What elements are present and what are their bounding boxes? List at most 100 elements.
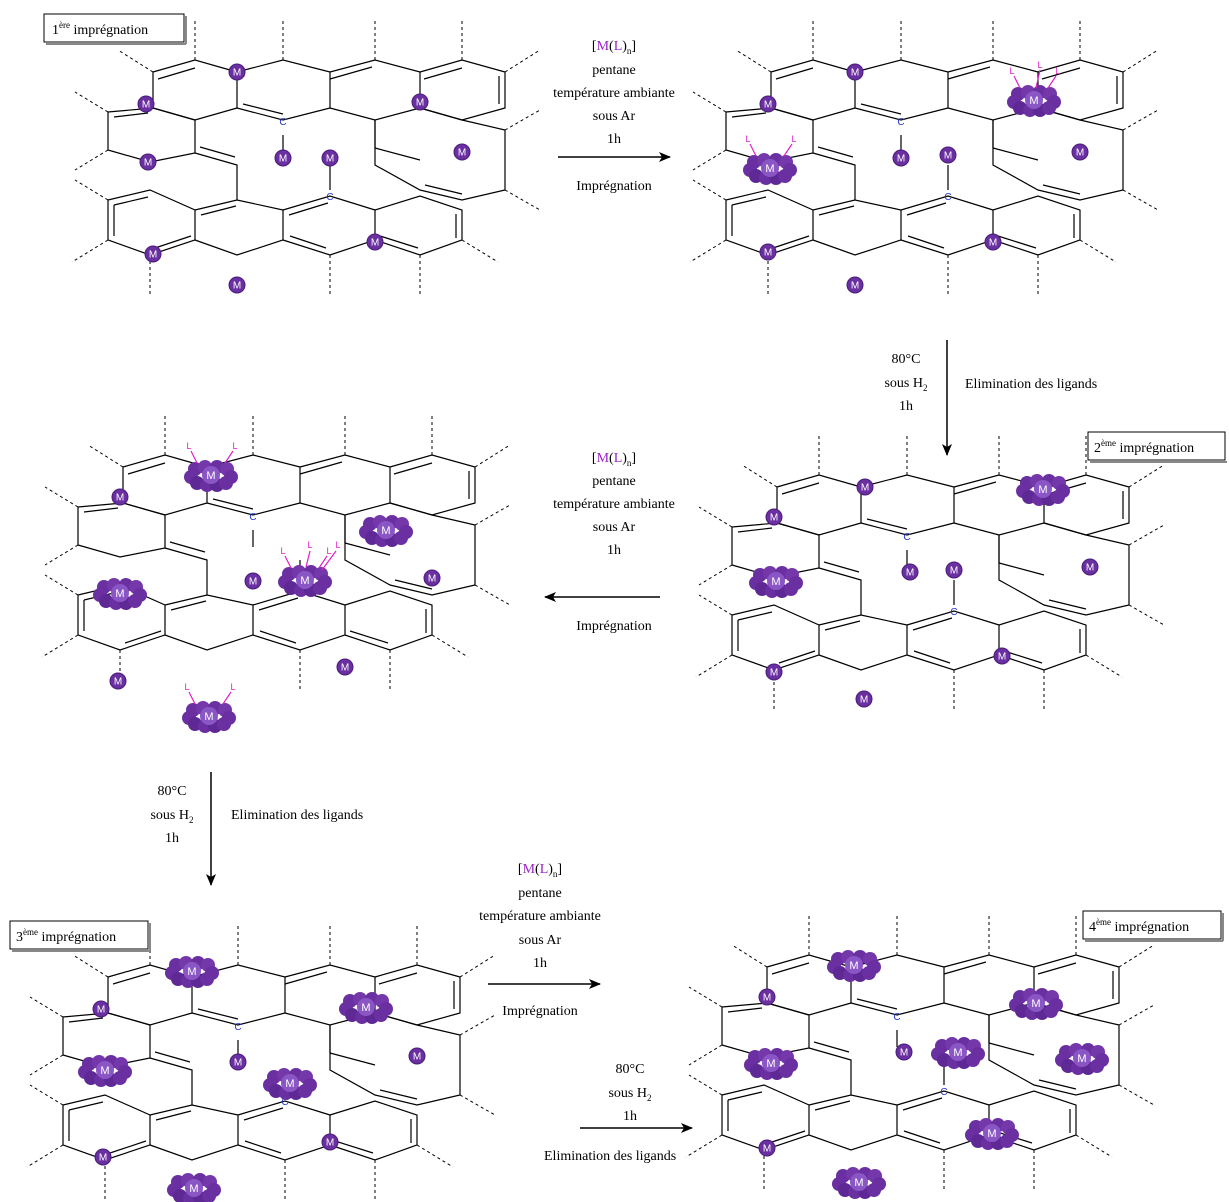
svg-text:[M(L)n]: [M(L)n] bbox=[592, 451, 636, 468]
svg-text:1h: 1h bbox=[607, 543, 621, 558]
reaction-step-5: [M(L)n] pentane température ambiante sou… bbox=[479, 862, 601, 1019]
metal-atom bbox=[411, 93, 429, 111]
panel-1-sheet bbox=[71, 19, 541, 296]
metal-cluster bbox=[744, 1048, 798, 1080]
svg-text:température ambiante: température ambiante bbox=[479, 909, 601, 924]
metal-atom bbox=[759, 95, 777, 113]
metal-atom bbox=[939, 146, 957, 164]
panel-4-label: 4ème imprégnation bbox=[1082, 910, 1224, 942]
metal-cluster bbox=[78, 1055, 132, 1087]
metal-atom bbox=[758, 1139, 776, 1157]
metal-cluster bbox=[832, 1167, 886, 1199]
svg-text:Elimination des ligands: Elimination des ligands bbox=[965, 377, 1097, 392]
svg-text:Imprégnation: Imprégnation bbox=[576, 179, 651, 194]
metal-cluster-with-ligands bbox=[278, 546, 332, 597]
metal-atom bbox=[139, 153, 157, 171]
metal-atom bbox=[228, 63, 246, 81]
svg-text:sous H2: sous H2 bbox=[608, 1086, 651, 1103]
metal-atom bbox=[984, 233, 1002, 251]
metal-cluster bbox=[749, 566, 803, 598]
metal-atom bbox=[855, 690, 873, 708]
metal-cluster bbox=[263, 1068, 317, 1100]
metal-cluster bbox=[93, 578, 147, 610]
metal-atom bbox=[945, 561, 963, 579]
metal-atom bbox=[321, 149, 339, 167]
metal-atom bbox=[111, 488, 129, 506]
metal-atom bbox=[765, 663, 783, 681]
reaction-step-3: [M(L)n] pentane température ambiante sou… bbox=[544, 451, 675, 634]
metal-atom bbox=[892, 149, 910, 167]
reaction-step-4: 80°C sous H2 1h Elimination des ligands bbox=[150, 772, 363, 886]
metal-atom bbox=[846, 276, 864, 294]
metal-cluster-with-ligands bbox=[743, 134, 797, 185]
metal-atom bbox=[109, 672, 127, 690]
metal-atom bbox=[993, 647, 1011, 665]
reaction-step-2: 80°C sous H2 1h Elimination des ligands bbox=[884, 340, 1097, 456]
metal-atom bbox=[94, 1148, 112, 1166]
panel-2eme-sheet bbox=[695, 434, 1165, 711]
metal-cluster-with-ligands bbox=[184, 441, 238, 492]
svg-text:L: L bbox=[307, 540, 312, 550]
metal-atom bbox=[453, 143, 471, 161]
panel-2-sheet: L bbox=[689, 19, 1159, 296]
svg-text:Imprégnation: Imprégnation bbox=[502, 1004, 577, 1019]
metal-atom bbox=[92, 1000, 110, 1018]
metal-atom bbox=[321, 1133, 339, 1151]
metal-atom bbox=[336, 658, 354, 676]
metal-cluster-with-ligands bbox=[182, 682, 236, 733]
reaction-step-6: 80°C sous H2 1h Elimination des ligands bbox=[544, 1062, 693, 1164]
svg-text:Elimination des ligands: Elimination des ligands bbox=[544, 1149, 676, 1164]
metal-atom bbox=[856, 478, 874, 496]
metal-atom bbox=[895, 1043, 913, 1061]
panel-3-label: 3ème imprégnation bbox=[9, 920, 151, 952]
metal-atom bbox=[366, 233, 384, 251]
svg-text:Imprégnation: Imprégnation bbox=[576, 619, 651, 634]
svg-text:sous Ar: sous Ar bbox=[593, 520, 636, 535]
metal-cluster bbox=[931, 1037, 985, 1069]
svg-text:température ambiante: température ambiante bbox=[553, 497, 675, 512]
svg-text:sous H2: sous H2 bbox=[150, 808, 193, 825]
metal-atom bbox=[244, 572, 262, 590]
svg-text:80°C: 80°C bbox=[892, 352, 921, 367]
svg-text:sous H2: sous H2 bbox=[884, 376, 927, 393]
panel-3eme-sheet bbox=[26, 924, 496, 1202]
svg-text:80°C: 80°C bbox=[616, 1062, 645, 1077]
metal-atom bbox=[274, 149, 292, 167]
metal-atom bbox=[758, 988, 776, 1006]
svg-text:L: L bbox=[1037, 60, 1042, 70]
panel-2-label: 2ème imprégnation bbox=[1087, 431, 1227, 463]
metal-cluster bbox=[339, 992, 393, 1024]
svg-text:température ambiante: température ambiante bbox=[553, 86, 675, 101]
svg-text:4ème imprégnation: 4ème imprégnation bbox=[1089, 917, 1189, 935]
panel-1-label: 1ère imprégnation bbox=[43, 13, 187, 45]
metal-atom bbox=[408, 1047, 426, 1065]
svg-text:1h: 1h bbox=[165, 831, 179, 846]
metal-cluster bbox=[167, 1173, 221, 1202]
metal-atom bbox=[1071, 143, 1089, 161]
svg-text:pentane: pentane bbox=[518, 886, 562, 901]
metal-cluster-with-ligands bbox=[1007, 66, 1061, 117]
metal-cluster bbox=[359, 515, 413, 547]
metal-cluster bbox=[165, 956, 219, 988]
metal-atom bbox=[759, 243, 777, 261]
svg-text:L: L bbox=[335, 540, 340, 550]
metal-cluster bbox=[827, 950, 881, 982]
svg-text:1h: 1h bbox=[533, 956, 547, 971]
svg-text:1ère imprégnation: 1ère imprégnation bbox=[52, 20, 148, 38]
svg-text:1h: 1h bbox=[623, 1109, 637, 1124]
svg-text:Elimination des ligands: Elimination des ligands bbox=[231, 808, 363, 823]
svg-text:3ème imprégnation: 3ème imprégnation bbox=[16, 927, 116, 945]
svg-text:[M(L)n]: [M(L)n] bbox=[518, 862, 562, 879]
metal-atom bbox=[846, 63, 864, 81]
svg-text:2ème imprégnation: 2ème imprégnation bbox=[1094, 438, 1194, 456]
metal-atom bbox=[901, 563, 919, 581]
metal-cluster bbox=[1055, 1043, 1109, 1075]
svg-text:[M(L)n]: [M(L)n] bbox=[592, 39, 636, 56]
metal-atom bbox=[137, 95, 155, 113]
panel-3-impregnation-sheet: L L bbox=[41, 414, 511, 733]
svg-text:sous Ar: sous Ar bbox=[593, 109, 636, 124]
metal-atom bbox=[765, 508, 783, 526]
metal-atom bbox=[1081, 558, 1099, 576]
svg-text:pentane: pentane bbox=[592, 63, 636, 78]
